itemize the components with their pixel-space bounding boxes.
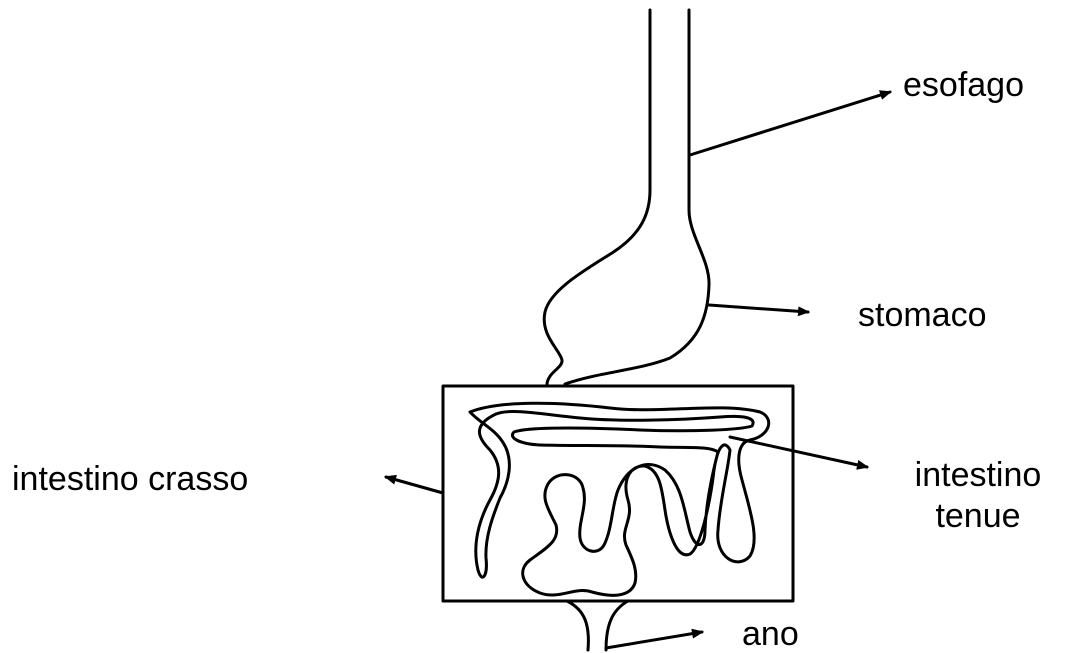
label-esofago: esofago — [903, 68, 1024, 102]
intestino-tenue-arrow — [730, 437, 867, 467]
small-intestine-shape — [470, 403, 769, 595]
label-intestino-tenue: intestino tenue — [888, 455, 1068, 537]
anus-shape — [567, 601, 628, 650]
label-stomaco: stomaco — [858, 298, 987, 332]
label-intestino-tenue-line2: tenue — [888, 496, 1068, 537]
label-ano: ano — [742, 617, 799, 651]
esofago-arrow — [690, 92, 890, 155]
label-intestino-tenue-line1: intestino — [888, 455, 1068, 496]
stomaco-arrow — [709, 305, 808, 312]
ano-arrow — [606, 632, 702, 648]
intestino-crasso-arrow — [386, 477, 443, 493]
esophagus-shape — [544, 10, 709, 384]
label-intestino-crasso: intestino crasso — [12, 462, 248, 496]
